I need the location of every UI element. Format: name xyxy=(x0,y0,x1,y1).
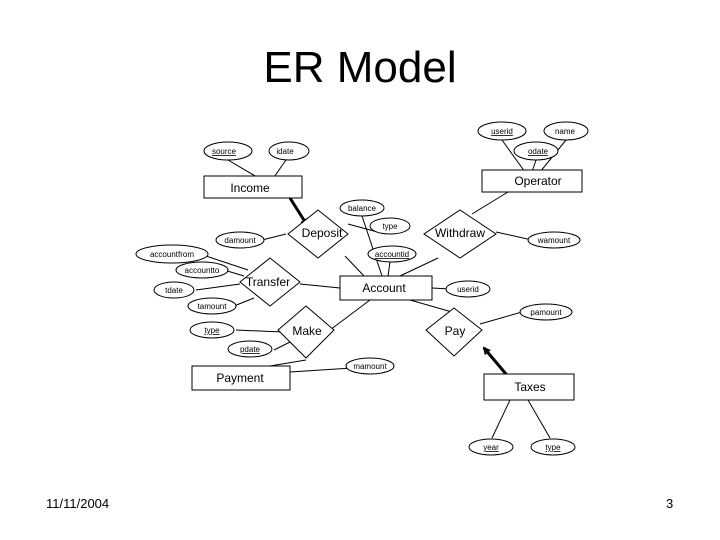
relationship-label-withdraw: Withdraw xyxy=(435,226,485,240)
attr-oval-tdate xyxy=(153,281,195,299)
entity-label-taxes: Taxes xyxy=(514,380,545,394)
attr-label-pdate: pdate xyxy=(240,345,261,354)
attr-oval-year xyxy=(468,438,514,456)
entity-payment: Payment xyxy=(191,365,291,391)
line-accountid-account xyxy=(387,261,391,277)
line-deposit-account xyxy=(344,255,365,277)
connector-lines xyxy=(195,139,567,439)
attr-oval-wamount xyxy=(527,231,581,249)
relationship-transfer: Transfer xyxy=(239,257,301,307)
line-make-account xyxy=(329,299,371,331)
attr-label-type-taxes: type xyxy=(545,443,561,452)
relationship-label-pay: Pay xyxy=(445,324,466,338)
line-pamount-pay xyxy=(479,311,523,325)
attr-oval-tamount xyxy=(187,297,237,315)
attr-oval-accountid xyxy=(367,245,417,263)
attr-oval-type-deposit xyxy=(369,217,411,235)
attr-label-idate: idate xyxy=(276,147,294,156)
attr-label-tamount: tamount xyxy=(198,302,228,311)
line-wamount-withdraw xyxy=(495,231,533,241)
slide-title: ER Model xyxy=(263,43,457,92)
page-number: 3 xyxy=(666,496,674,511)
attr-oval-userid-account xyxy=(445,280,491,298)
attr-oval-name xyxy=(543,121,589,141)
relationship-label-transfer: Transfer xyxy=(246,275,290,289)
line-transfer-account xyxy=(299,283,341,289)
attr-label-accountfrom: accountfrom xyxy=(150,250,194,259)
line-tamount-transfer xyxy=(233,297,255,307)
arrow-taxes-pay xyxy=(482,346,508,375)
entity-operator: Operator xyxy=(481,169,583,193)
attr-label-name: name xyxy=(555,127,576,136)
line-balance-account xyxy=(361,215,383,277)
entity-taxes: Taxes xyxy=(483,373,575,401)
attr-label-type-deposit: type xyxy=(382,222,398,231)
attr-label-source: source xyxy=(212,147,237,156)
attr-label-tdate: tdate xyxy=(165,286,183,295)
attr-oval-damount xyxy=(215,231,265,249)
relationship-label-deposit: Deposit xyxy=(302,226,343,240)
attr-label-odate: odate xyxy=(528,147,549,156)
attr-oval-pamount xyxy=(519,303,573,321)
attr-label-accountto: accountto xyxy=(185,266,220,275)
attr-label-mamount: mamount xyxy=(353,362,387,371)
relationship-label-make: Make xyxy=(292,324,322,338)
relationship-withdraw: Withdraw xyxy=(423,209,497,259)
line-mamount-payment xyxy=(289,367,353,373)
attribute-labels: source idate userid name odate balance t… xyxy=(150,127,576,452)
attr-label-userid-account: userid xyxy=(457,285,479,294)
entity-label-income: Income xyxy=(230,181,270,195)
line-tdate-transfer xyxy=(195,283,241,291)
line-pay-account xyxy=(409,299,453,313)
relationship-deposit: Deposit xyxy=(287,209,349,259)
line-userid-operator xyxy=(501,139,526,173)
attr-oval-type-payment xyxy=(189,321,235,339)
attr-label-year: year xyxy=(483,443,499,452)
attr-label-damount: damount xyxy=(224,236,256,245)
line-pdate-make xyxy=(273,341,291,351)
attr-oval-balance xyxy=(339,199,385,217)
attr-label-pamount: pamount xyxy=(530,308,562,317)
line-make-payment xyxy=(269,359,307,367)
entity-income: Income xyxy=(203,175,303,199)
line-damount-deposit xyxy=(261,233,287,241)
attr-oval-mamount xyxy=(345,357,395,375)
attr-oval-odate xyxy=(513,141,559,161)
attr-label-balance: balance xyxy=(348,204,377,213)
entity-account: Account xyxy=(339,275,433,301)
attr-oval-source xyxy=(203,141,253,161)
attr-oval-type-taxes xyxy=(530,438,576,456)
line-withdraw-account xyxy=(399,257,439,277)
attr-oval-pdate xyxy=(227,340,273,358)
attr-oval-accountfrom xyxy=(135,244,209,264)
attr-label-accountid: accountid xyxy=(375,250,409,259)
attr-label-userid-top: userid xyxy=(491,127,513,136)
attr-oval-userid-top xyxy=(477,121,527,141)
relationship-make: Make xyxy=(277,305,335,359)
line-type-taxes xyxy=(527,399,551,439)
line-year-taxes xyxy=(491,399,511,439)
footer-date: 11/11/2004 xyxy=(46,496,110,511)
entity-label-operator: Operator xyxy=(514,174,561,188)
attr-label-type-payment: type xyxy=(204,326,220,335)
attr-label-wamount: wamount xyxy=(537,236,571,245)
attr-oval-accountto xyxy=(175,261,229,279)
entity-label-account: Account xyxy=(362,281,406,295)
entity-label-payment: Payment xyxy=(216,371,264,385)
line-type-make xyxy=(235,329,283,333)
line-accountfrom-transfer xyxy=(199,253,249,271)
line-operator-withdraw xyxy=(471,191,509,215)
relationship-pay: Pay xyxy=(425,307,483,357)
attributes xyxy=(135,121,589,456)
attr-oval-idate xyxy=(268,141,310,161)
